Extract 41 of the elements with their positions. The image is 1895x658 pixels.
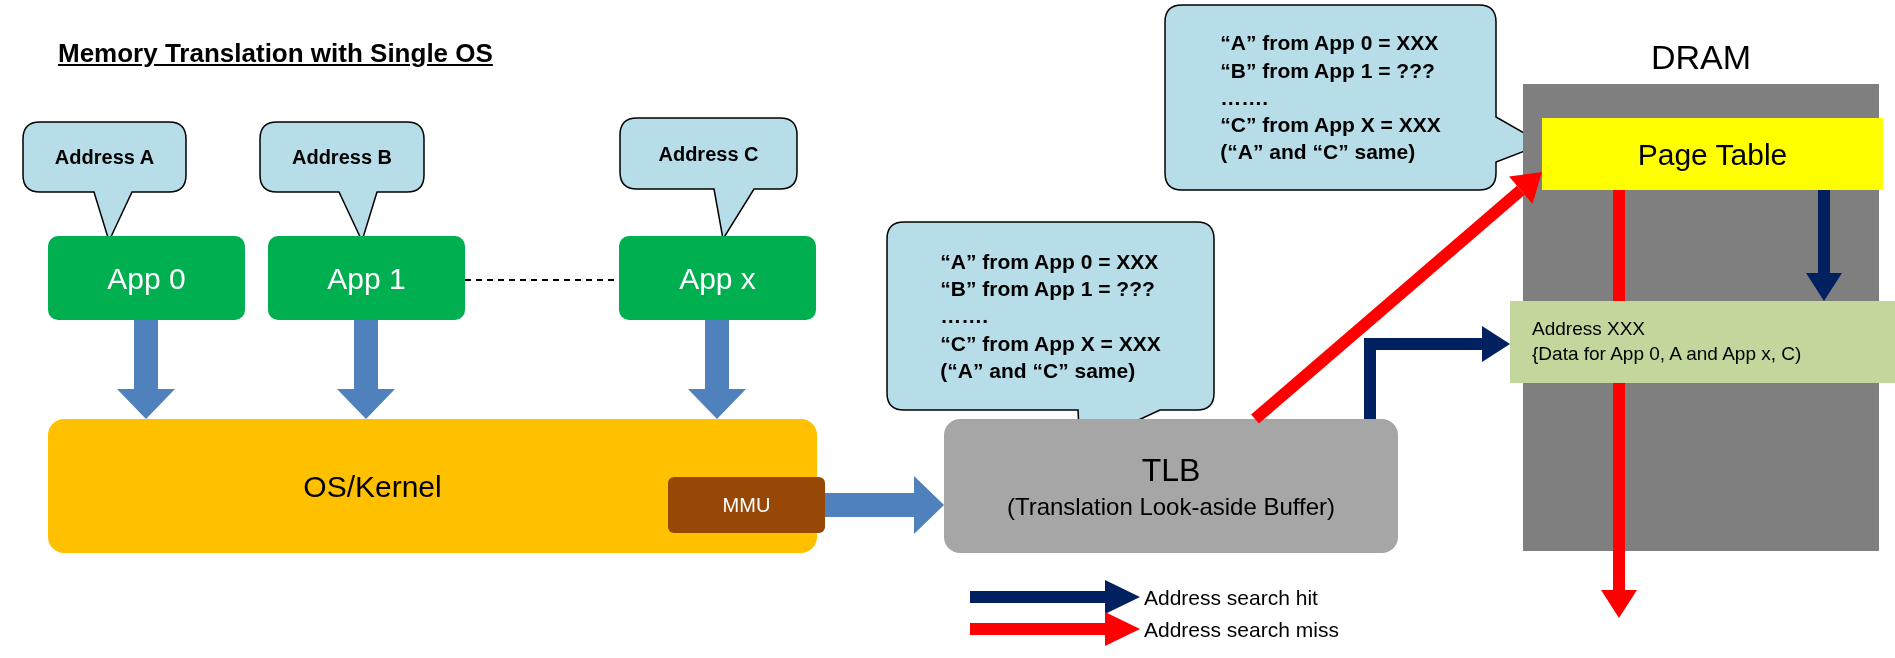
bubble-text: Address A [54,145,155,170]
arrow [337,320,395,419]
box-label: MMU [722,493,771,518]
mmu-box [668,477,825,533]
bubble-text: Address B [292,145,392,170]
app-box [48,236,245,320]
data-block [1510,301,1895,383]
bubble-text: “C” from App X = XXX [1220,112,1441,139]
bubble-text: “B” from App 1 = ??? [940,276,1156,303]
arrow [117,320,175,419]
box-subtext: (Translation Look-aside Buffer) [1006,492,1336,523]
box-label: Address XXX [1532,317,1645,342]
bubble-text: ……. [1220,84,1270,111]
box-label: App x [679,260,756,297]
arrow [1806,190,1842,301]
tlb-box [944,419,1398,553]
arrow [1364,326,1510,419]
arrow [825,476,944,534]
bubble-text: “A” from App 0 = XXX [1220,30,1440,57]
app-box [619,236,816,320]
memory-heading: DRAM [1649,40,1753,74]
diagram-title: Memory Translation with Single OS [58,38,493,69]
legend-text: Address search hit [1144,586,1318,610]
bubble-text: (“A” and “C” same) [940,357,1137,384]
bubble-text: (“A” and “C” same) [1220,139,1417,166]
box-label: Page Table [1637,136,1788,173]
box-label: TLB [1141,450,1201,490]
page-table-box [1542,118,1883,190]
arrow [688,320,746,419]
box-label: App 0 [107,260,186,297]
bubble-text: Address C [658,141,759,167]
arrow [1251,172,1542,424]
bubble-text: ……. [940,303,990,330]
bubble-text: “B” from App 1 = ??? [1220,57,1436,84]
box-label: App 1 [327,260,406,297]
box-subtext: {Data for App 0, A and App x, C) [1532,342,1802,366]
legend-text: Address search miss [1144,618,1339,642]
bubble-text: “C” from App X = XXX [940,330,1161,357]
box-label: OS/Kernel [303,468,442,505]
app-box [268,236,465,320]
bubble-text: “A” from App 0 = XXX [940,248,1160,275]
